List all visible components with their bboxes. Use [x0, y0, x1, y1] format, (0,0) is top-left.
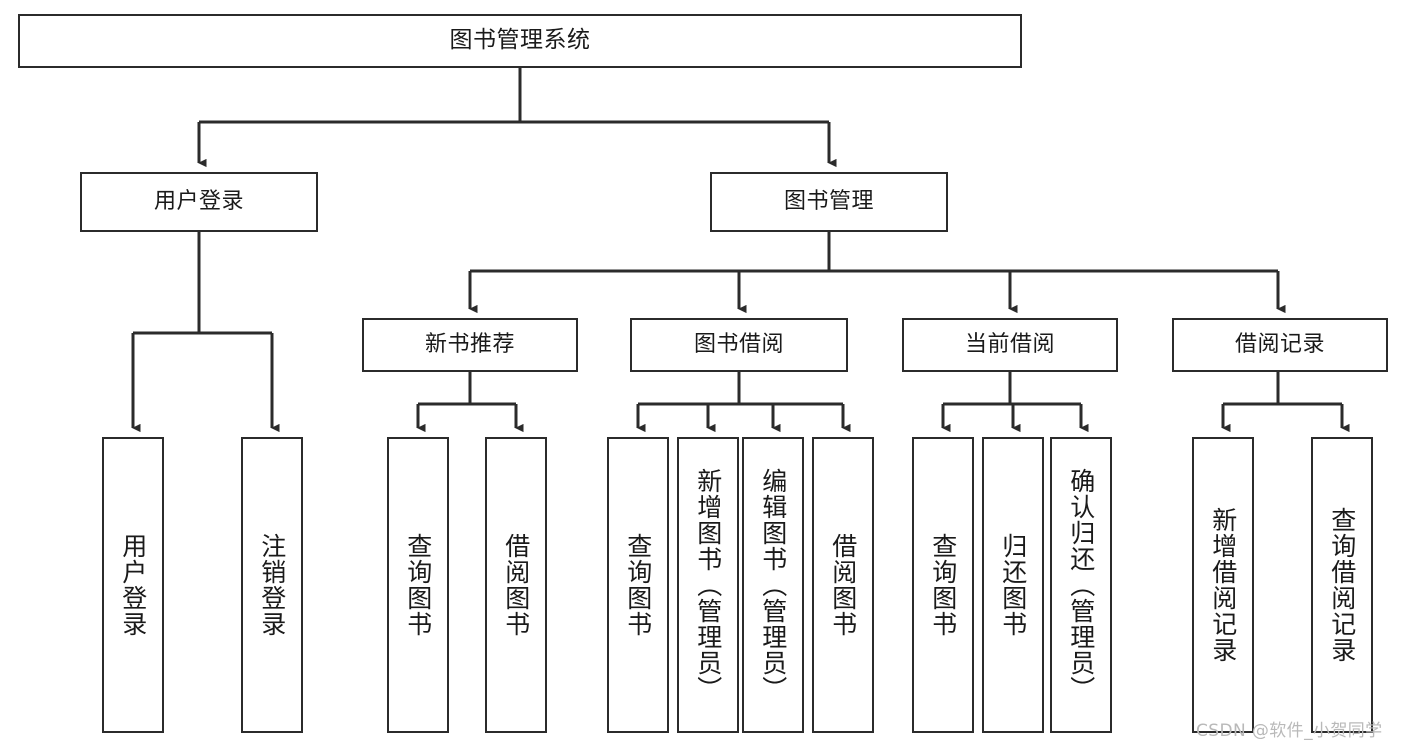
node-root-system[interactable]: 图书管理系统 [18, 14, 1022, 68]
node-user-login[interactable]: 用户登录 [80, 172, 318, 232]
node-borrow-record[interactable]: 借阅记录 [1172, 318, 1388, 372]
leaf-user-login[interactable]: 用户登录 [102, 437, 164, 733]
leaf-query-book-current[interactable]: 查询图书 [912, 437, 974, 733]
leaf-add-book-admin[interactable]: 新增图书（管理员） [677, 437, 739, 733]
csdn-watermark: CSDN @软件_小贺同学 [1196, 721, 1383, 741]
node-label: 当前借阅 [964, 332, 1055, 358]
node-label: 查询图书 [403, 533, 433, 637]
leaf-query-book-recommend[interactable]: 查询图书 [387, 437, 449, 733]
leaf-confirm-return-admin[interactable]: 确认归还（管理员） [1050, 437, 1112, 733]
node-label: 借阅图书 [501, 533, 531, 637]
node-book-manage[interactable]: 图书管理 [710, 172, 948, 232]
node-label: 用户登录 [118, 533, 148, 637]
leaf-edit-book-admin[interactable]: 编辑图书（管理员） [742, 437, 804, 733]
node-label: 图书管理系统 [449, 27, 591, 54]
node-label: 借阅图书 [828, 533, 858, 637]
leaf-query-borrow-record[interactable]: 查询借阅记录 [1311, 437, 1373, 733]
node-current-borrow[interactable]: 当前借阅 [902, 318, 1118, 372]
node-label: 注销登录 [257, 533, 287, 637]
leaf-query-book-borrow[interactable]: 查询图书 [607, 437, 669, 733]
node-new-book-recommend[interactable]: 新书推荐 [362, 318, 578, 372]
node-label: 图书管理 [783, 189, 874, 215]
node-label: 确认归还（管理员） [1066, 468, 1096, 702]
leaf-borrow-book[interactable]: 借阅图书 [812, 437, 874, 733]
node-label: 新书推荐 [424, 332, 515, 358]
leaf-borrow-book-recommend[interactable]: 借阅图书 [485, 437, 547, 733]
node-label: 编辑图书（管理员） [758, 468, 788, 702]
node-book-borrow[interactable]: 图书借阅 [630, 318, 848, 372]
node-label: 新增借阅记录 [1208, 507, 1238, 663]
node-label: 用户登录 [153, 189, 244, 215]
node-label: 图书借阅 [693, 332, 784, 358]
node-label: 查询借阅记录 [1327, 507, 1357, 663]
leaf-logout[interactable]: 注销登录 [241, 437, 303, 733]
node-label: 归还图书 [998, 533, 1028, 637]
node-label: 借阅记录 [1234, 332, 1325, 358]
node-label: 新增图书（管理员） [693, 468, 723, 702]
leaf-add-borrow-record[interactable]: 新增借阅记录 [1192, 437, 1254, 733]
node-label: 查询图书 [623, 533, 653, 637]
node-label: 查询图书 [928, 533, 958, 637]
leaf-return-book[interactable]: 归还图书 [982, 437, 1044, 733]
